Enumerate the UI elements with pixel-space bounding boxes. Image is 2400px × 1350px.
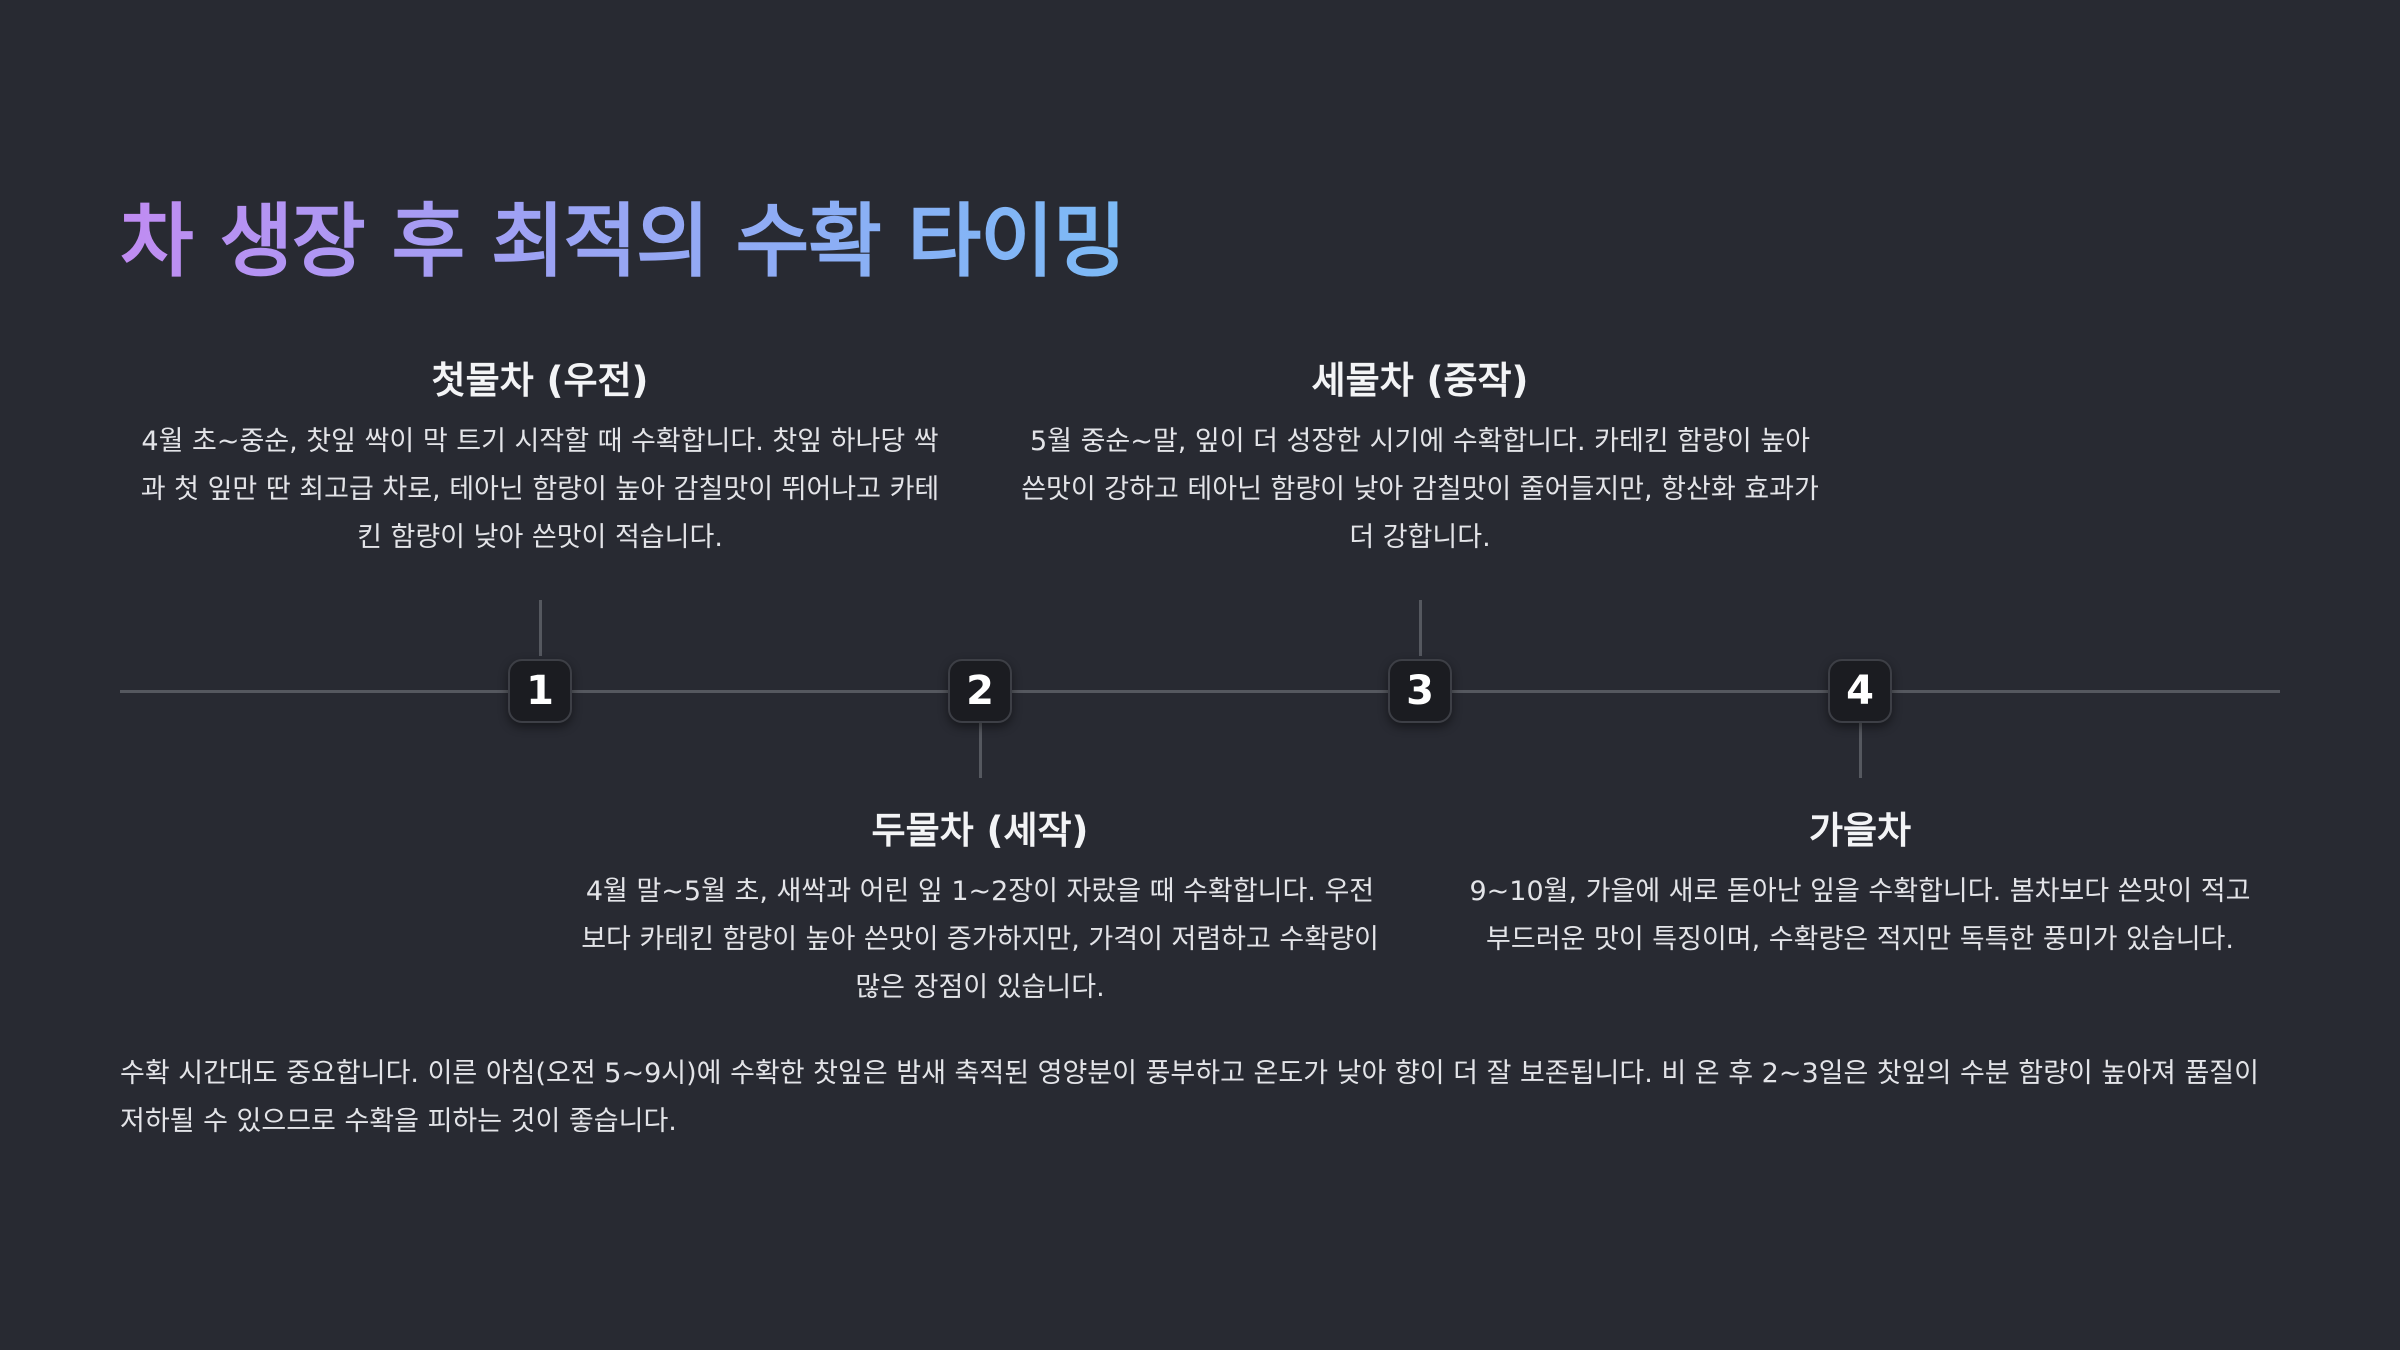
stage-2: 두물차 (세작) 4월 말~5월 초, 새싹과 어린 잎 1~2장이 자랐을 때… [580,808,1380,1012]
stage-4: 가을차 9~10월, 가을에 새로 돋아난 잎을 수확합니다. 봄차보다 쓴맛이… [1460,808,2260,964]
timeline-line [120,690,2280,693]
stage-description: 5월 중순~말, 잎이 더 성장한 시기에 수확합니다. 카테킨 함량이 높아 … [1021,426,1819,553]
stage-title: 세물차 (중작) [1311,359,1529,402]
stage-3: 세물차 (중작) 5월 중순~말, 잎이 더 성장한 시기에 수확합니다. 카테… [1020,358,1820,562]
connector-4 [1859,722,1862,778]
stage-description: 4월 말~5월 초, 새싹과 어린 잎 1~2장이 자랐을 때 수확합니다. 우… [581,876,1379,1003]
stage-title: 가을차 [1808,809,1912,852]
stage-description: 9~10월, 가을에 새로 돋아난 잎을 수확합니다. 봄차보다 쓴맛이 적고 … [1469,876,2251,955]
timeline-node-2: 2 [948,659,1012,723]
footer-note: 수확 시간대도 중요합니다. 이른 아침(오전 5~9시)에 수확한 찻잎은 밤… [120,1058,2259,1137]
connector-1 [539,600,542,656]
stage-title: 첫물차 (우전) [431,359,649,402]
connector-2 [979,722,982,778]
timeline-node-3: 3 [1388,659,1452,723]
timeline-node-4: 4 [1828,659,1892,723]
connector-3 [1419,600,1422,656]
stage-title: 두물차 (세작) [871,809,1089,852]
timeline-node-1: 1 [508,659,572,723]
stage-description: 4월 초~중순, 찻잎 싹이 막 트기 시작할 때 수확합니다. 찻잎 하나당 … [140,426,940,553]
stage-1: 첫물차 (우전) 4월 초~중순, 찻잎 싹이 막 트기 시작할 때 수확합니다… [140,358,940,562]
page-title: 차 생장 후 최적의 수확 타이밍 [120,192,1126,292]
